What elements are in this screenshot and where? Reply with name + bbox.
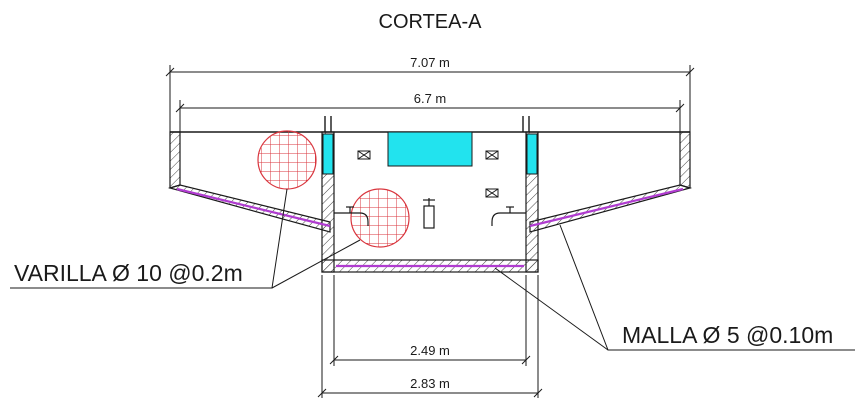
water-tank-icon — [387, 131, 473, 167]
left-pipe-sleeve — [322, 133, 334, 175]
faucet-icon — [334, 198, 526, 229]
mesh-leader — [494, 224, 855, 351]
right-wing-wall — [679, 131, 691, 189]
dimension-overall — [165, 65, 695, 132]
dimension-overall-label: 7.07 m — [410, 55, 450, 70]
rebar-callout: VARILLA Ø 10 @0.2m — [14, 260, 243, 286]
dimension-pit-inner — [329, 275, 531, 366]
pipe-stubs — [324, 116, 530, 132]
dimension-inner — [175, 100, 685, 135]
mesh-callout: MALLA Ø 5 @0.10m — [622, 322, 833, 348]
dimension-inner-label: 6.7 m — [414, 91, 447, 106]
dimension-pit-outer-label: 2.83 m — [410, 376, 450, 391]
mesh-reinforcement — [176, 187, 684, 268]
left-wing-wall — [169, 131, 181, 189]
dimension-pit-outer — [317, 275, 543, 398]
dimension-pit-inner-label: 2.49 m — [410, 343, 450, 358]
drawing-title: CORTEA-A — [379, 11, 483, 33]
vent-icon — [357, 150, 499, 198]
rebar-grid-icon — [257, 130, 410, 248]
rebar-leader — [10, 188, 361, 289]
right-pipe-sleeve — [526, 133, 538, 175]
water-elements — [322, 131, 538, 175]
